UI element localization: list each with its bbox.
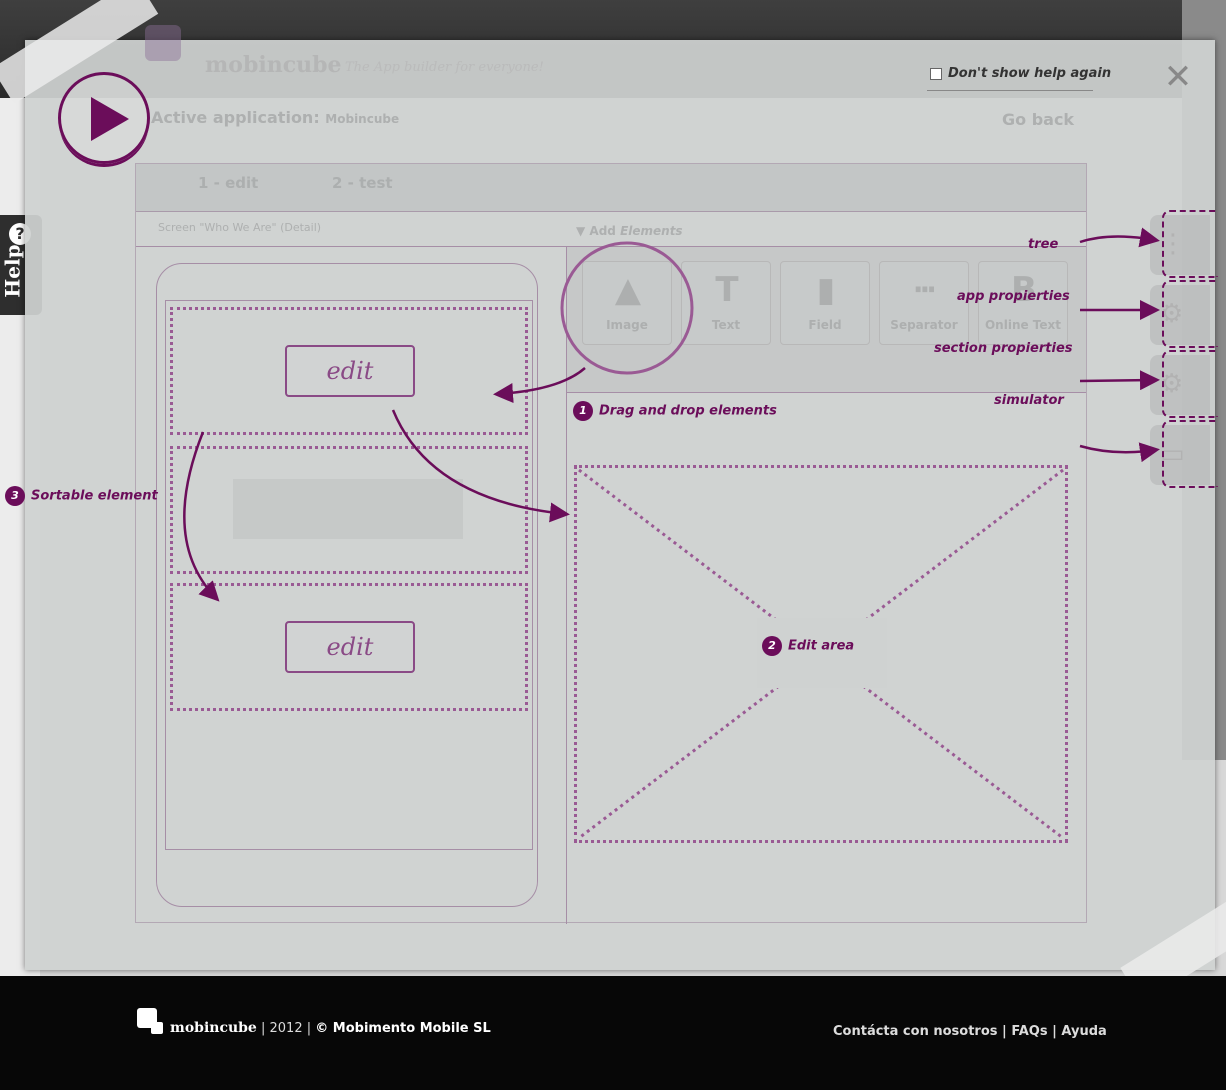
triangle-down-icon: ▼	[576, 224, 590, 238]
close-icon[interactable]: ✕	[1163, 57, 1193, 97]
active-application: Active application: Mobincube	[151, 108, 399, 127]
mobincube-logo-icon	[137, 1008, 163, 1034]
tree-tab[interactable]: ⋮	[1150, 215, 1210, 275]
play-tutorial-button[interactable]	[58, 72, 150, 164]
divider	[566, 246, 567, 924]
simulator-icon: ▭	[1160, 439, 1185, 469]
element-label: Separator	[890, 318, 958, 332]
footer-links: Contácta con nosotros | FAQs | Ayuda	[833, 1024, 1107, 1039]
element-label: Text	[711, 318, 741, 332]
help-tab-label: Help	[0, 244, 25, 298]
tree-highlight	[1162, 210, 1218, 278]
divider	[927, 90, 1093, 91]
elements-label: Elements	[620, 224, 683, 238]
faqs-link[interactable]: FAQs	[1011, 1024, 1048, 1039]
tab-edit[interactable]: 1 - edit	[198, 174, 259, 192]
separator-icon: ┅	[914, 270, 936, 310]
tree-icon: ⋮	[1160, 229, 1186, 259]
contact-link[interactable]: Contácta con nosotros	[833, 1024, 998, 1039]
app-builder-frame: 1 - edit 2 - test Screen "Who We Are" (D…	[135, 163, 1087, 924]
dont-show-help-checkbox[interactable]: Don't show help again	[930, 66, 1111, 81]
element-text[interactable]: T Text	[681, 261, 771, 345]
simulator-tab[interactable]: ▭	[1150, 425, 1210, 485]
edit-area-annotation: 2 Edit area	[762, 636, 854, 656]
element-label: Online Text	[984, 318, 1062, 332]
element-separator[interactable]: ┅ Separator	[879, 261, 969, 345]
mobincube-logo-icon	[145, 25, 181, 61]
image-icon: ▲	[614, 270, 642, 310]
simulator-highlight	[1162, 420, 1218, 488]
play-icon	[91, 97, 129, 141]
checkbox-box[interactable]	[930, 67, 942, 80]
element-online-text[interactable]: B Online Text	[978, 261, 1068, 345]
sortable-element[interactable]: edit	[170, 583, 528, 711]
elements-palette: ▲ Image T Text ▮ Field ┅ Separator B Onl…	[567, 247, 1086, 393]
phone-preview: edit edit	[156, 263, 538, 907]
help-overlay: mobincube The App builder for everyone! …	[25, 25, 1215, 970]
element-label: Image	[606, 318, 648, 332]
element-label: Field	[808, 318, 842, 332]
sortable-annotation: 3 Sortable element	[5, 486, 158, 506]
go-back-link[interactable]: Go back	[1002, 110, 1075, 129]
edit-button[interactable]: edit	[285, 621, 415, 673]
placeholder-block	[233, 479, 463, 539]
section-properties-tab[interactable]: ⚙	[1150, 355, 1210, 415]
tab-test[interactable]: 2 - test	[332, 174, 393, 192]
add-label: Add	[589, 224, 616, 238]
add-elements-header: ▼ Add Elements	[576, 224, 683, 238]
sortable-element[interactable]: edit	[170, 307, 528, 435]
sortable-element[interactable]	[170, 446, 528, 574]
footer-copyright: mobincube | 2012 | © Mobimento Mobile SL	[170, 1020, 491, 1036]
step-number: 1	[573, 401, 593, 421]
footer: mobincube | 2012 | © Mobimento Mobile SL…	[0, 976, 1226, 1090]
drag-drop-annotation: 1 Drag and drop elements	[573, 401, 777, 421]
element-image[interactable]: ▲ Image	[582, 261, 672, 345]
edit-button[interactable]: edit	[285, 345, 415, 397]
edit-area-text: Edit area	[788, 638, 855, 654]
active-application-name: Mobincube	[325, 112, 400, 126]
app-properties-highlight	[1162, 280, 1218, 348]
mobincube-logo-text: mobincube	[205, 52, 342, 78]
text-icon: T	[715, 270, 739, 310]
dont-show-help-label: Don't show help again	[948, 66, 1112, 81]
app-properties-annotation: app propierties	[957, 289, 1070, 304]
online-text-icon: B	[1011, 270, 1037, 310]
logo-tagline: The App builder for everyone!	[345, 60, 544, 75]
tree-annotation: tree	[1028, 237, 1059, 252]
section-gear-icon: ⚙	[1160, 369, 1184, 399]
screen-label: Screen "Who We Are" (Detail)	[158, 221, 322, 234]
active-application-label: Active application:	[151, 108, 320, 127]
sortable-text: Sortable element	[31, 488, 158, 504]
step-number: 3	[5, 486, 25, 506]
help-link[interactable]: Ayuda	[1061, 1024, 1107, 1039]
footer-year: 2012	[269, 1021, 303, 1036]
builder-tabs: 1 - edit 2 - test	[136, 164, 1086, 212]
drag-drop-text: Drag and drop elements	[599, 403, 777, 419]
phone-screen: edit edit	[165, 300, 533, 850]
step-number: 2	[762, 636, 782, 656]
footer-brand: mobincube	[170, 1020, 257, 1036]
field-icon: ▮	[816, 270, 836, 310]
gear-icon: ⚙	[1160, 299, 1184, 329]
section-properties-annotation: section propierties	[934, 341, 1073, 356]
edit-area[interactable]	[574, 465, 1068, 843]
app-properties-tab[interactable]: ⚙	[1150, 285, 1210, 345]
edit-area-cross	[578, 468, 1064, 840]
footer-copyright-text: © Mobimento Mobile SL	[315, 1021, 491, 1036]
section-properties-highlight	[1162, 350, 1218, 418]
simulator-annotation: simulator	[994, 393, 1064, 408]
element-field[interactable]: ▮ Field	[780, 261, 870, 345]
